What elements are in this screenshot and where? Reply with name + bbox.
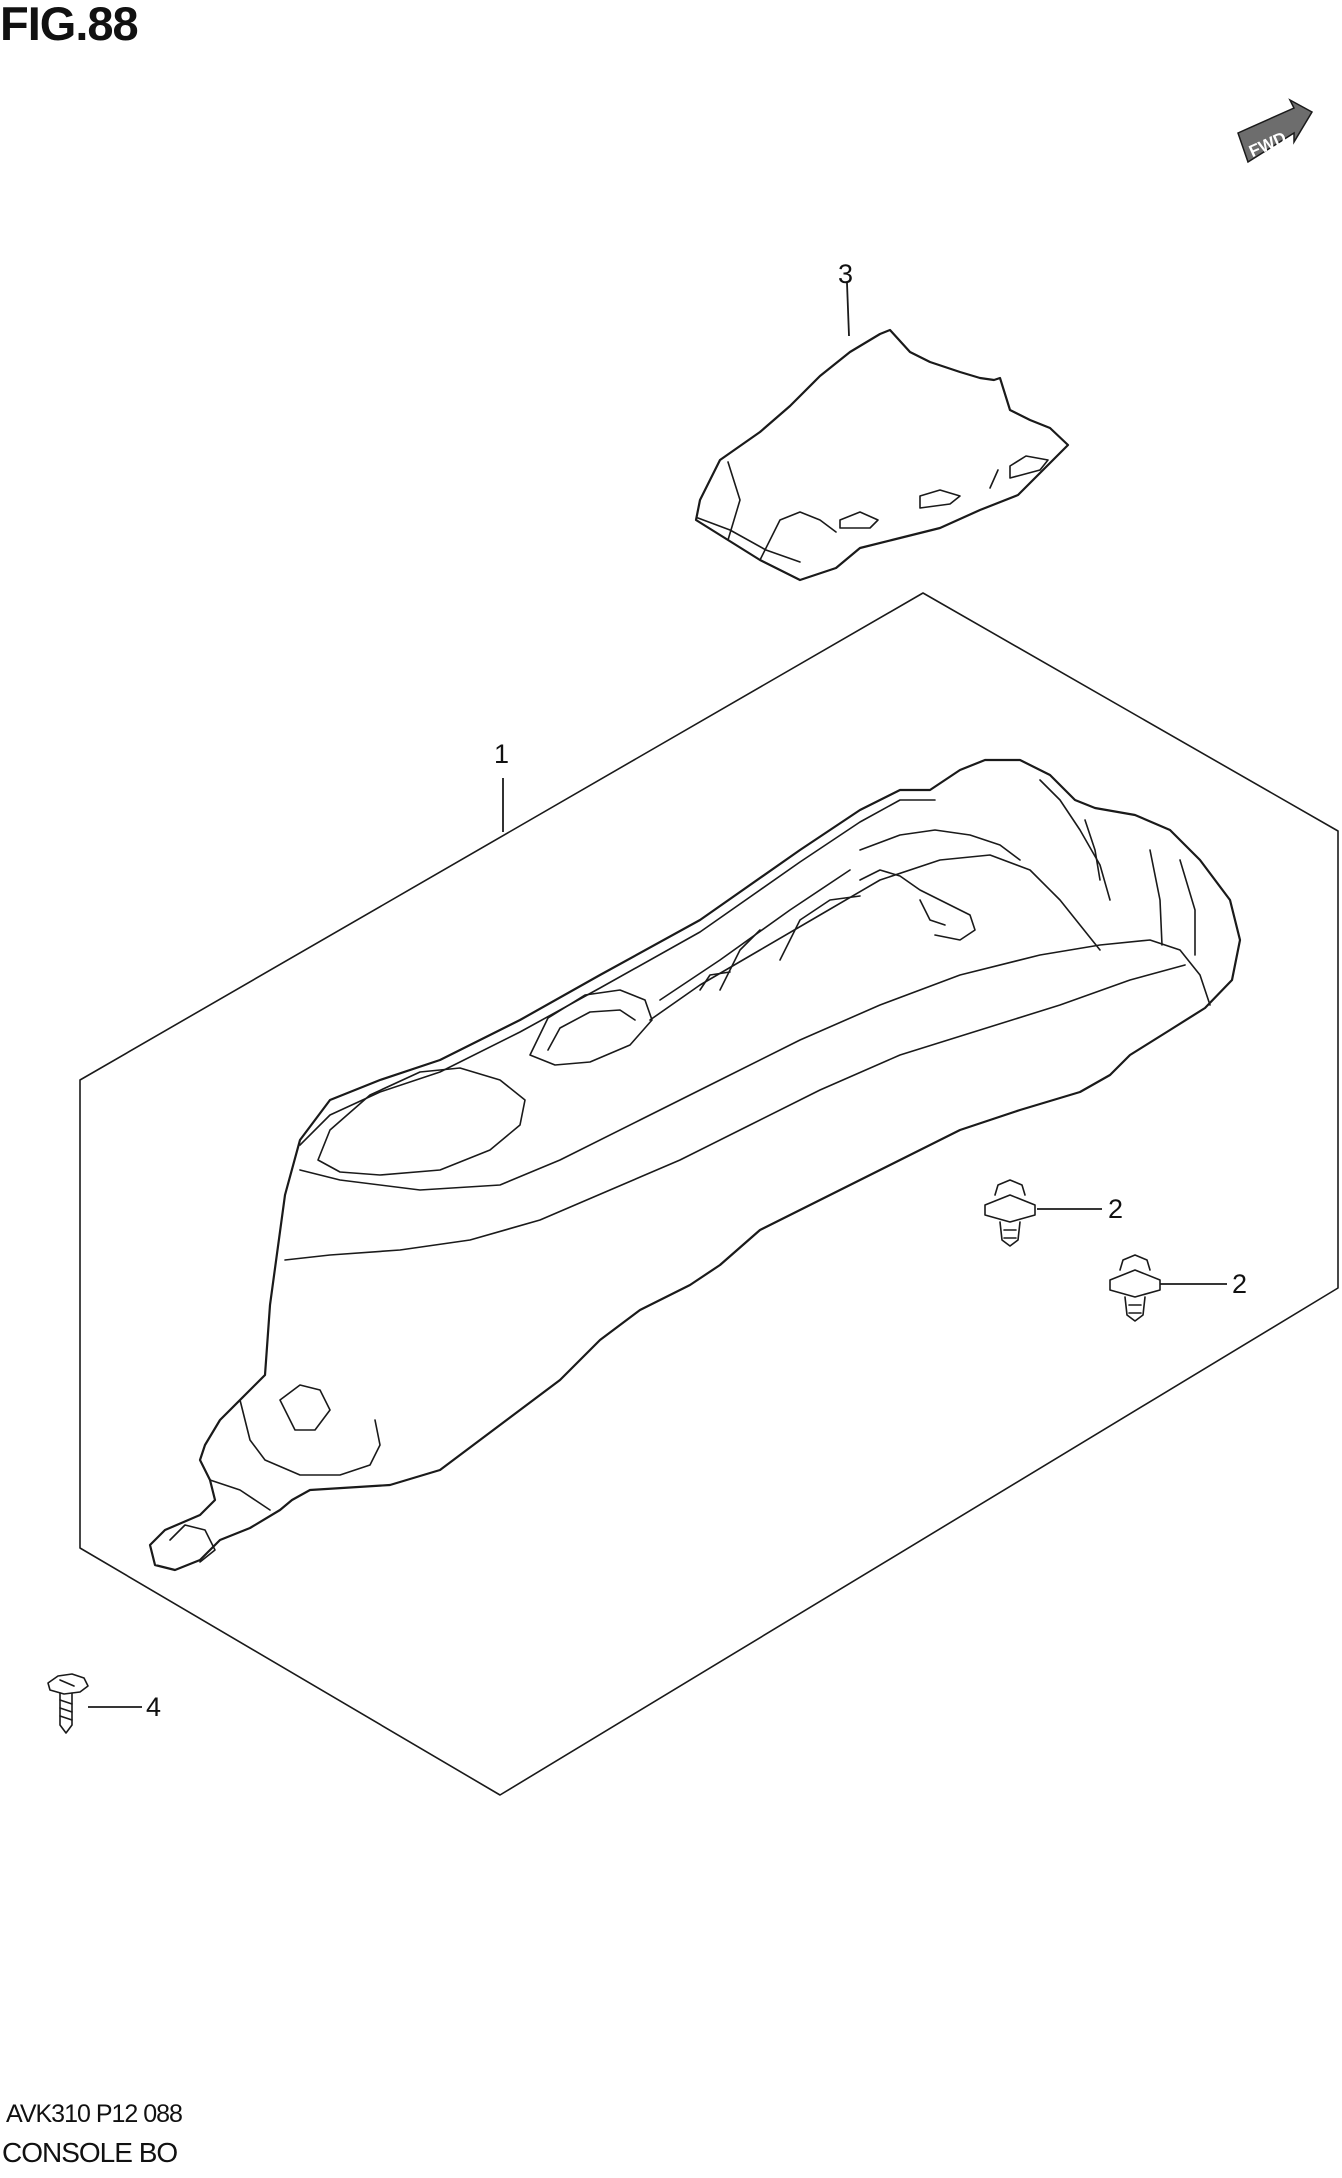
- callout-1: 1: [494, 739, 509, 769]
- clip-icon: [1109, 1254, 1161, 1322]
- callout-3: 3: [838, 259, 853, 289]
- leader-3: [846, 282, 850, 337]
- part-3-cover: [694, 328, 1070, 582]
- callout-4: 4: [146, 1692, 161, 1722]
- part-1-console-box: [148, 758, 1242, 1572]
- diagram-name: CONSOLE BO: [2, 2137, 178, 2168]
- part-1-box: [79, 592, 1339, 1796]
- callout-2a: 2: [1108, 1194, 1123, 1224]
- diagram-code: AVK310 P12 088: [6, 2100, 183, 2128]
- clip-icon: [984, 1179, 1036, 1247]
- fwd-arrow-icon: FWD: [1237, 98, 1314, 164]
- figure-title: FIG.88: [0, 0, 139, 50]
- callout-2b: 2: [1232, 1269, 1247, 1299]
- screw-icon: [47, 1673, 89, 1734]
